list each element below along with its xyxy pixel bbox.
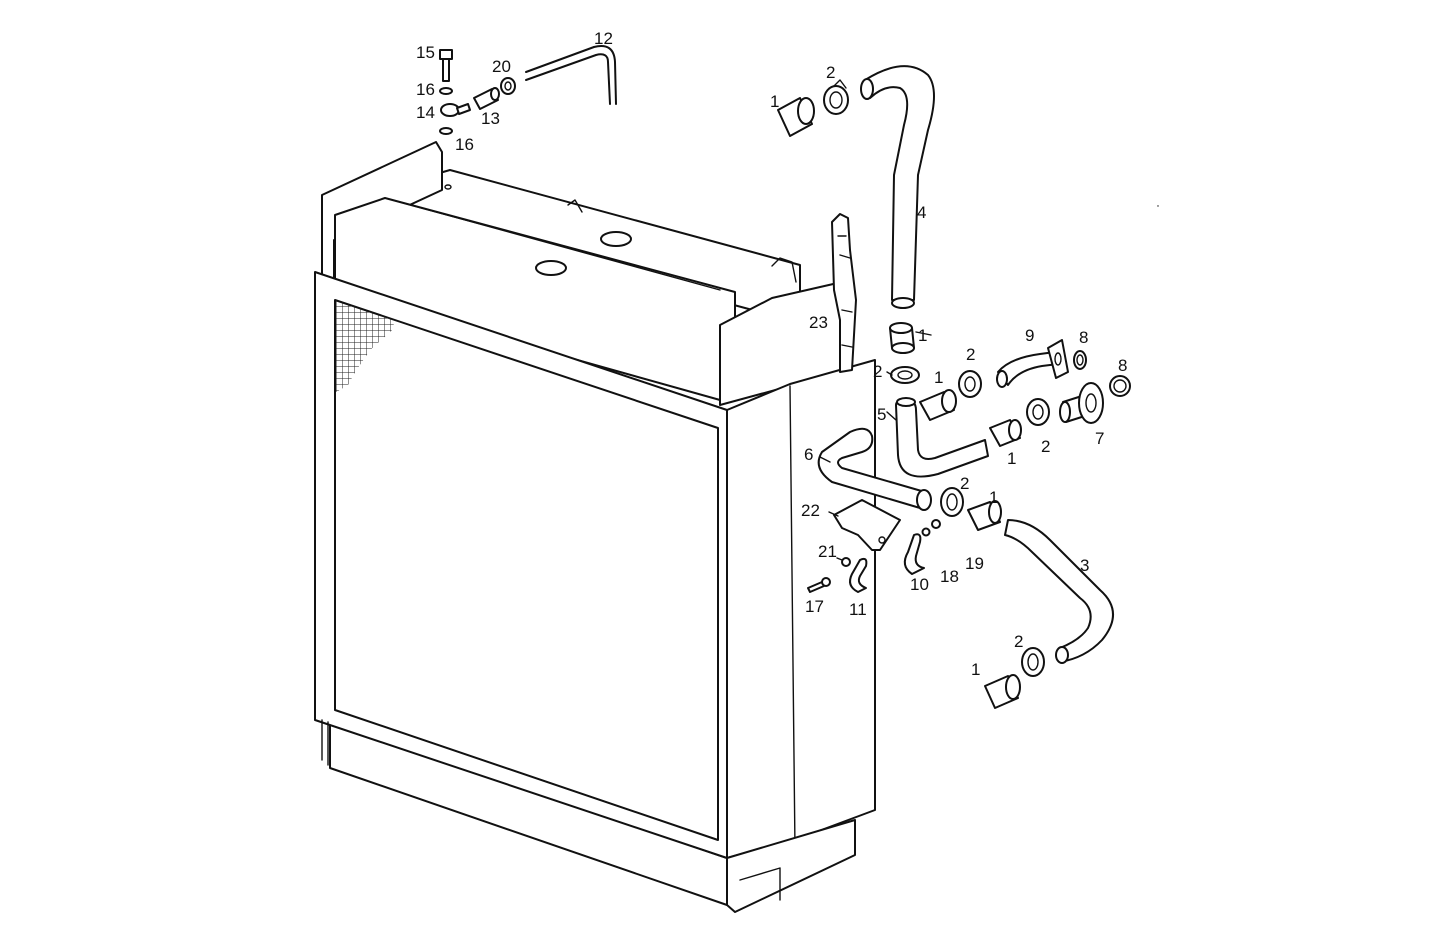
part-16-washer-bottom	[439, 127, 453, 135]
callout-22: 22	[801, 501, 820, 520]
part-21-nut	[841, 557, 851, 567]
part-16-washer-top	[439, 87, 453, 95]
part-4-hose-end	[860, 78, 874, 100]
part-8-gasket-b	[1109, 375, 1131, 397]
part-11-clip	[849, 557, 868, 593]
callout-16-top: 16	[416, 80, 435, 99]
callout-3: 3	[1080, 556, 1089, 575]
part-14-banjo-stem	[456, 103, 471, 115]
filler-cap-2	[600, 231, 632, 247]
part-9-flange	[1047, 339, 1069, 379]
callout-18: 18	[940, 567, 959, 586]
part-12-vent-pipe	[525, 53, 611, 105]
callout-4: 4	[917, 203, 926, 222]
radiator-assembly	[314, 141, 876, 913]
part-12-vent-pipe-outline	[525, 45, 617, 105]
callout-6: 6	[804, 445, 813, 464]
callout-9: 9	[1025, 326, 1034, 345]
callout-20: 20	[492, 57, 511, 76]
part-8-gasket-a	[1073, 350, 1087, 370]
callout-labels: 15 16 14 13 16 20 12 1 2 4 23 1 2 5 1 2 …	[416, 29, 1127, 679]
part-6-lower-pipe	[817, 427, 926, 509]
part-4-upper-hose	[864, 65, 935, 301]
part-2-clamp-mid	[890, 366, 920, 384]
callout-23: 23	[809, 313, 828, 332]
part-4-hose-bottom-end	[891, 297, 915, 309]
callout-2-lower-right: 2	[1041, 437, 1050, 456]
part-1-sleeve-top-end	[797, 97, 815, 125]
part-14-banjo	[440, 103, 460, 117]
callout-14: 14	[416, 103, 435, 122]
part-7-flange	[1078, 382, 1104, 424]
callout-1-lower: 1	[989, 488, 998, 507]
callout-2-upper-right: 2	[966, 345, 975, 364]
callout-2-top: 2	[826, 63, 835, 82]
callout-2-bottom: 2	[1014, 632, 1023, 651]
callout-2-lower: 2	[960, 474, 969, 493]
callout-1-upper-right: 1	[934, 368, 943, 387]
bypass-group	[895, 339, 1131, 478]
callout-7: 7	[1095, 429, 1104, 448]
part-2-clamp-lower-right	[1026, 398, 1050, 426]
part-13-hose-end	[490, 87, 500, 101]
vent-parts	[439, 45, 617, 135]
callout-16-bottom: 16	[455, 135, 474, 154]
tank-rear-fittings	[567, 199, 797, 283]
tank-top-edge	[384, 197, 721, 291]
callout-15: 15	[416, 43, 435, 62]
part-2-clamp-bottom	[1021, 647, 1045, 677]
part-18-washer	[921, 527, 931, 537]
leader-lines	[819, 205, 1159, 561]
part-15-bolt-head	[439, 49, 453, 60]
callout-1-mid: 1	[918, 326, 927, 345]
filler-cap-1	[535, 260, 567, 276]
callout-8-a: 8	[1079, 328, 1088, 347]
callout-1-top: 1	[770, 92, 779, 111]
part-10-clip	[903, 533, 925, 575]
fixings	[807, 499, 941, 593]
callout-12: 12	[594, 29, 613, 48]
part-2-clamp-lower	[940, 487, 964, 517]
bottom-foot	[726, 819, 856, 913]
callout-1-bottom: 1	[971, 660, 980, 679]
part-2-clamp-top	[823, 85, 849, 115]
upper-hose-group	[777, 65, 935, 384]
callout-17: 17	[805, 597, 824, 616]
callout-2-mid: 2	[873, 362, 882, 381]
callout-11: 11	[849, 600, 867, 619]
callout-8-b: 8	[1118, 356, 1127, 375]
callout-10: 10	[910, 575, 929, 594]
lower-hose-group	[817, 427, 1114, 709]
callout-13: 13	[481, 109, 500, 128]
callout-1-lower-right: 1	[1007, 449, 1016, 468]
core-frame-inner	[334, 299, 719, 841]
side-panel-seam	[789, 385, 796, 851]
callout-5: 5	[877, 405, 886, 424]
part-20-clamp	[500, 77, 516, 95]
callout-19: 19	[965, 554, 984, 573]
callout-21: 21	[818, 542, 837, 561]
part-23-bracket	[831, 213, 857, 373]
core-mesh	[336, 300, 395, 392]
part-19-nut	[931, 519, 941, 529]
part-2-clamp-upper-right	[958, 370, 982, 398]
tank-rear-plug	[444, 184, 452, 190]
frame-leg	[321, 719, 329, 766]
part-15-bolt-shank	[442, 58, 450, 82]
foot-detail	[739, 867, 781, 901]
